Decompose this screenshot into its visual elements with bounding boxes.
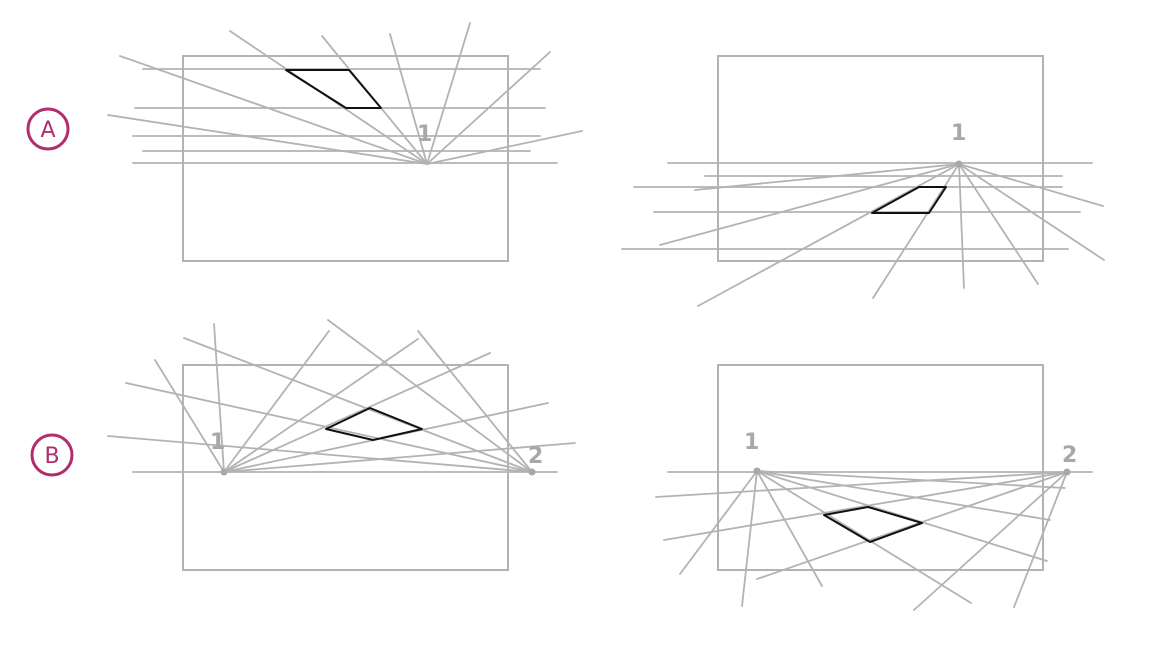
- vanishing-ray: [213, 323, 225, 473]
- badge-a-ring: [26, 107, 70, 151]
- vanishing-ray: [183, 337, 533, 473]
- vanishing-ray: [659, 163, 960, 246]
- panel-a-right-frame: [717, 55, 1044, 262]
- panel-a-right: 1: [621, 55, 1105, 307]
- vanishing-point-2: [1063, 468, 1071, 476]
- vanishing-ray: [756, 471, 1068, 580]
- vanishing-ray: [223, 338, 419, 473]
- vanishing-ray: [663, 471, 1068, 541]
- section-badge-a: A: [26, 107, 70, 151]
- panel-a-left-frame: [182, 55, 509, 262]
- vanishing-ray: [697, 163, 960, 307]
- vanishing-ray: [327, 319, 533, 473]
- vanishing-ray: [655, 471, 1068, 498]
- vanishing-ray: [426, 130, 583, 165]
- perspective-shape: [823, 506, 923, 543]
- panel-b-right: 1 2: [655, 364, 1093, 611]
- badge-b-ring: [30, 433, 74, 477]
- vanishing-ray: [154, 359, 225, 473]
- vanishing-ray: [756, 470, 972, 604]
- section-badge-b: B: [30, 433, 74, 477]
- vanishing-point-2: [528, 468, 536, 476]
- vanishing-ray: [913, 471, 1068, 611]
- panel-b-right-frame: [717, 364, 1044, 571]
- perspective-shape: [325, 407, 423, 441]
- badge-a-letter: A: [40, 118, 55, 143]
- vanishing-ray: [741, 470, 758, 607]
- vanishing-ray: [426, 51, 551, 165]
- vanishing-ray: [756, 470, 1048, 562]
- vanishing-point-1: [753, 467, 761, 475]
- vanishing-ray: [958, 163, 965, 289]
- vanishing-ray: [223, 330, 330, 473]
- panel-a-left: 1: [107, 22, 583, 262]
- vanishing-ray: [1013, 471, 1068, 608]
- vanishing-ray: [107, 114, 428, 165]
- vanishing-point-1: [220, 468, 228, 476]
- vanishing-ray: [756, 470, 1066, 489]
- vanishing-point-label-1: 1: [744, 430, 759, 455]
- vanishing-ray: [389, 33, 428, 165]
- perspective-shape: [871, 186, 947, 214]
- vanishing-ray: [119, 55, 428, 165]
- vanishing-point-label-1: 1: [417, 122, 432, 147]
- vanishing-ray: [958, 163, 1104, 207]
- panel-b-left: 1 2: [107, 319, 576, 571]
- vanishing-ray: [694, 163, 960, 191]
- vanishing-ray: [223, 352, 491, 473]
- vanishing-ray: [958, 163, 1105, 261]
- vanishing-ray: [417, 330, 533, 473]
- vanishing-point-1: [955, 160, 963, 168]
- perspective-shape: [285, 69, 382, 109]
- vanishing-point-label-1: 1: [951, 121, 966, 146]
- vanishing-point-label-2: 2: [1062, 443, 1077, 468]
- vanishing-point-label-2: 2: [528, 444, 543, 469]
- vanishing-point-label-1: 1: [210, 430, 225, 455]
- vanishing-ray: [958, 163, 1039, 285]
- vanishing-ray: [679, 470, 758, 575]
- vanishing-ray: [107, 435, 533, 473]
- vanishing-ray: [426, 22, 471, 165]
- vanishing-ray: [223, 442, 576, 473]
- vanishing-ray: [756, 470, 1051, 521]
- badge-b-letter: B: [44, 444, 59, 469]
